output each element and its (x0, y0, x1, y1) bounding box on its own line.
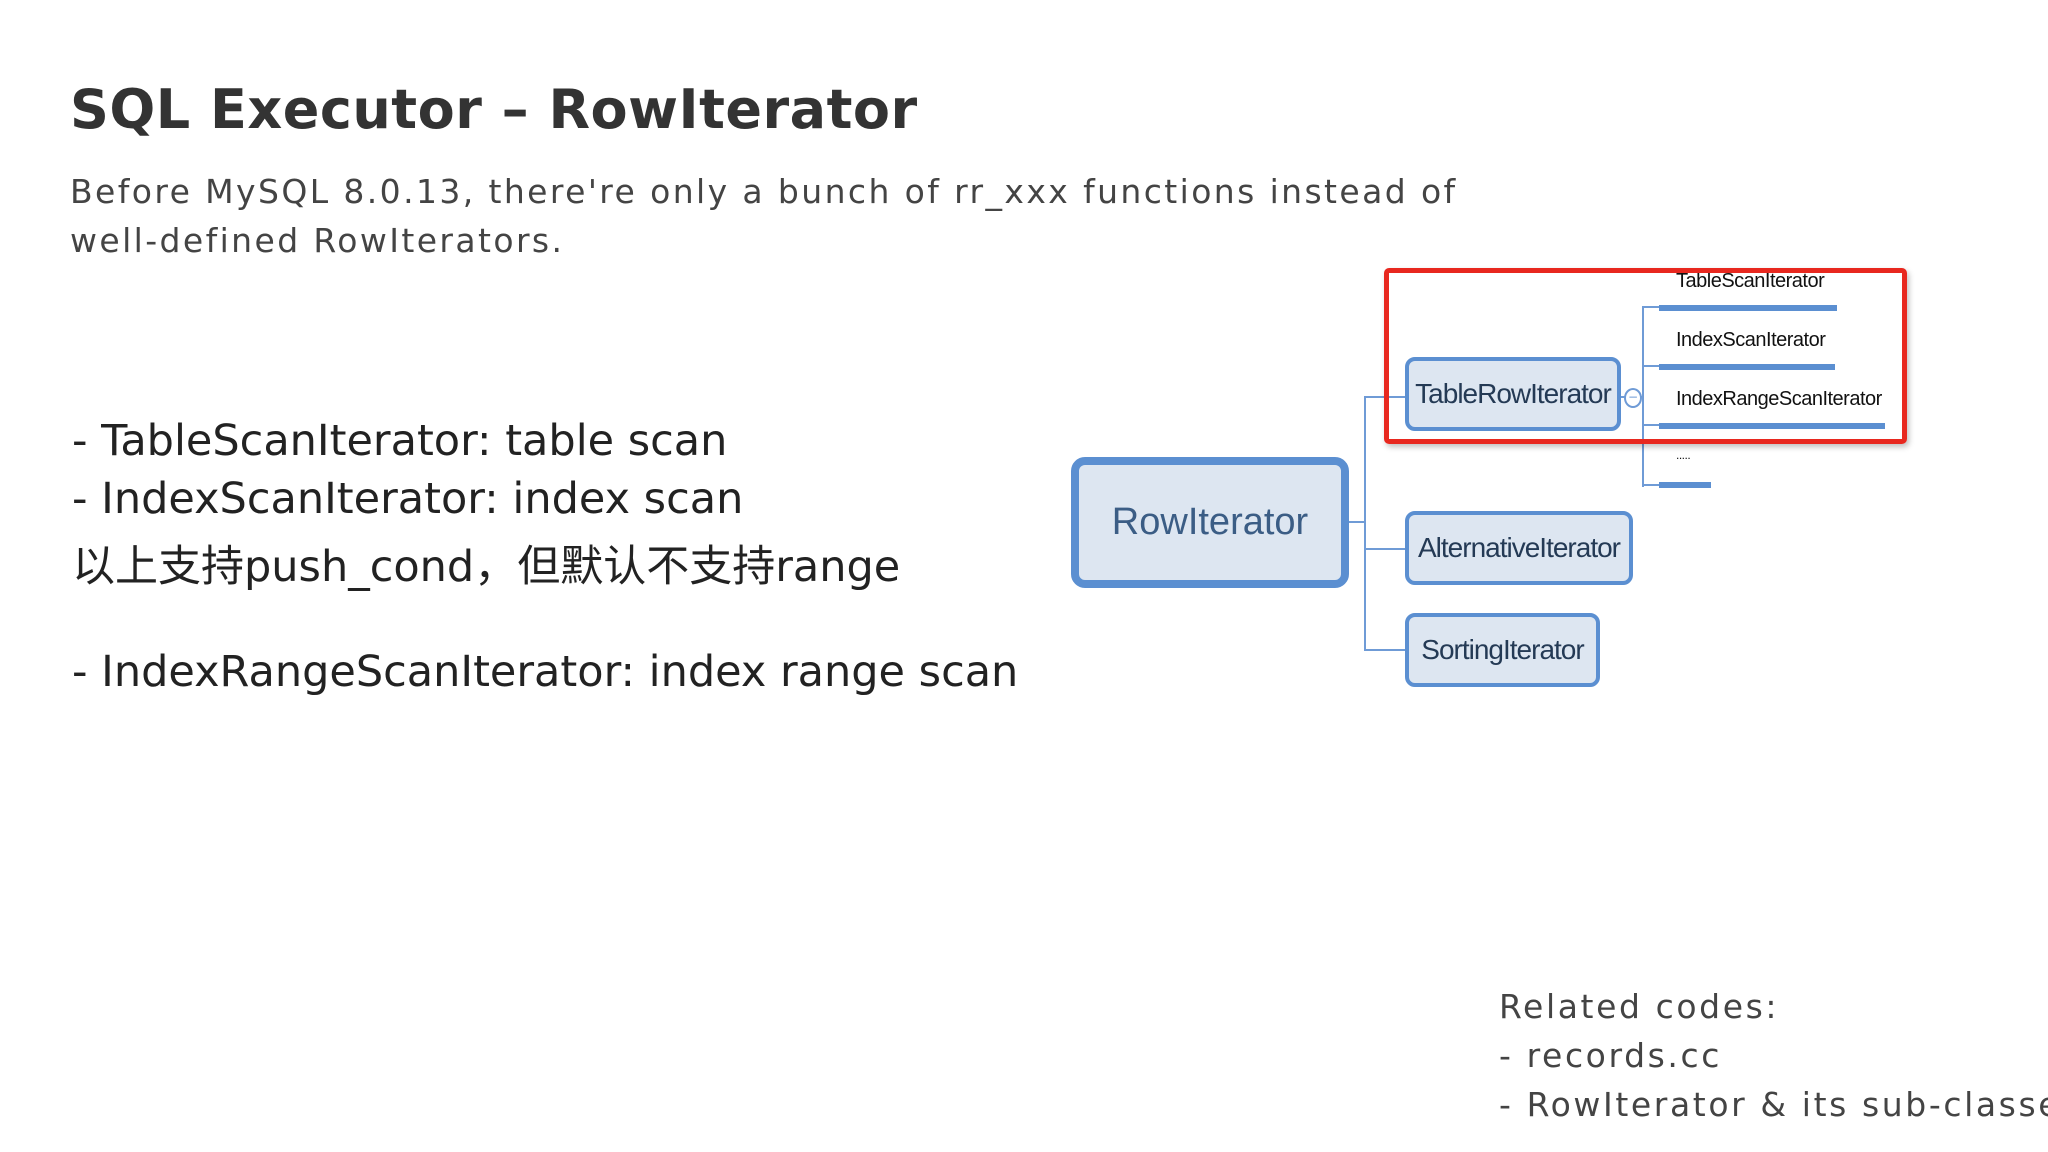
connector (1364, 548, 1405, 550)
highlight-box (1384, 268, 1907, 444)
leaf-bar (1659, 423, 1885, 429)
subtitle-line-2: well-defined RowIterators. (70, 221, 565, 260)
node-tablerowiterator: TableRowIterator (1405, 357, 1621, 431)
bullet-index-scan: - IndexScanIterator: index scan (72, 474, 744, 524)
page-title: SQL Executor – RowIterator (70, 78, 918, 141)
leaf-bar (1659, 364, 1835, 370)
node-rowiterator: RowIterator (1071, 457, 1349, 588)
connector (1364, 649, 1405, 651)
connector (1642, 484, 1659, 486)
related-code-item: - RowIterator & its sub-classes (1499, 1085, 2048, 1124)
bullet-index-range-scan: - IndexRangeScanIterator: index range sc… (72, 647, 1019, 697)
subtitle-line-1: Before MySQL 8.0.13, there're only a bun… (70, 172, 1458, 211)
connector (1364, 396, 1366, 650)
related-code-item: - records.cc (1499, 1036, 1722, 1075)
connector (1642, 307, 1644, 487)
leaf-tablescaniterator: TableScanIterator (1676, 270, 1825, 292)
connector (1642, 424, 1659, 426)
leaf-bar (1659, 482, 1711, 488)
leaf-ellipsis: ..... (1676, 448, 1691, 462)
node-sortingiterator: SortingIterator (1405, 613, 1600, 687)
leaf-bar (1659, 305, 1837, 311)
connector (1642, 306, 1659, 308)
bullet-table-scan: - TableScanIterator: table scan (72, 416, 728, 466)
related-codes-heading: Related codes: (1499, 987, 1780, 1026)
bullet-push-cond-note: 以上支持push_cond，但默认不支持range (72, 542, 901, 592)
collapse-toggle-icon: − (1624, 388, 1642, 408)
node-alternativeiterator: AlternativeIterator (1405, 511, 1633, 585)
connector (1642, 365, 1659, 367)
leaf-indexrangescaniterator: IndexRangeScanIterator (1676, 388, 1882, 410)
leaf-indexscaniterator: IndexScanIterator (1676, 329, 1826, 351)
connector (1349, 521, 1365, 523)
